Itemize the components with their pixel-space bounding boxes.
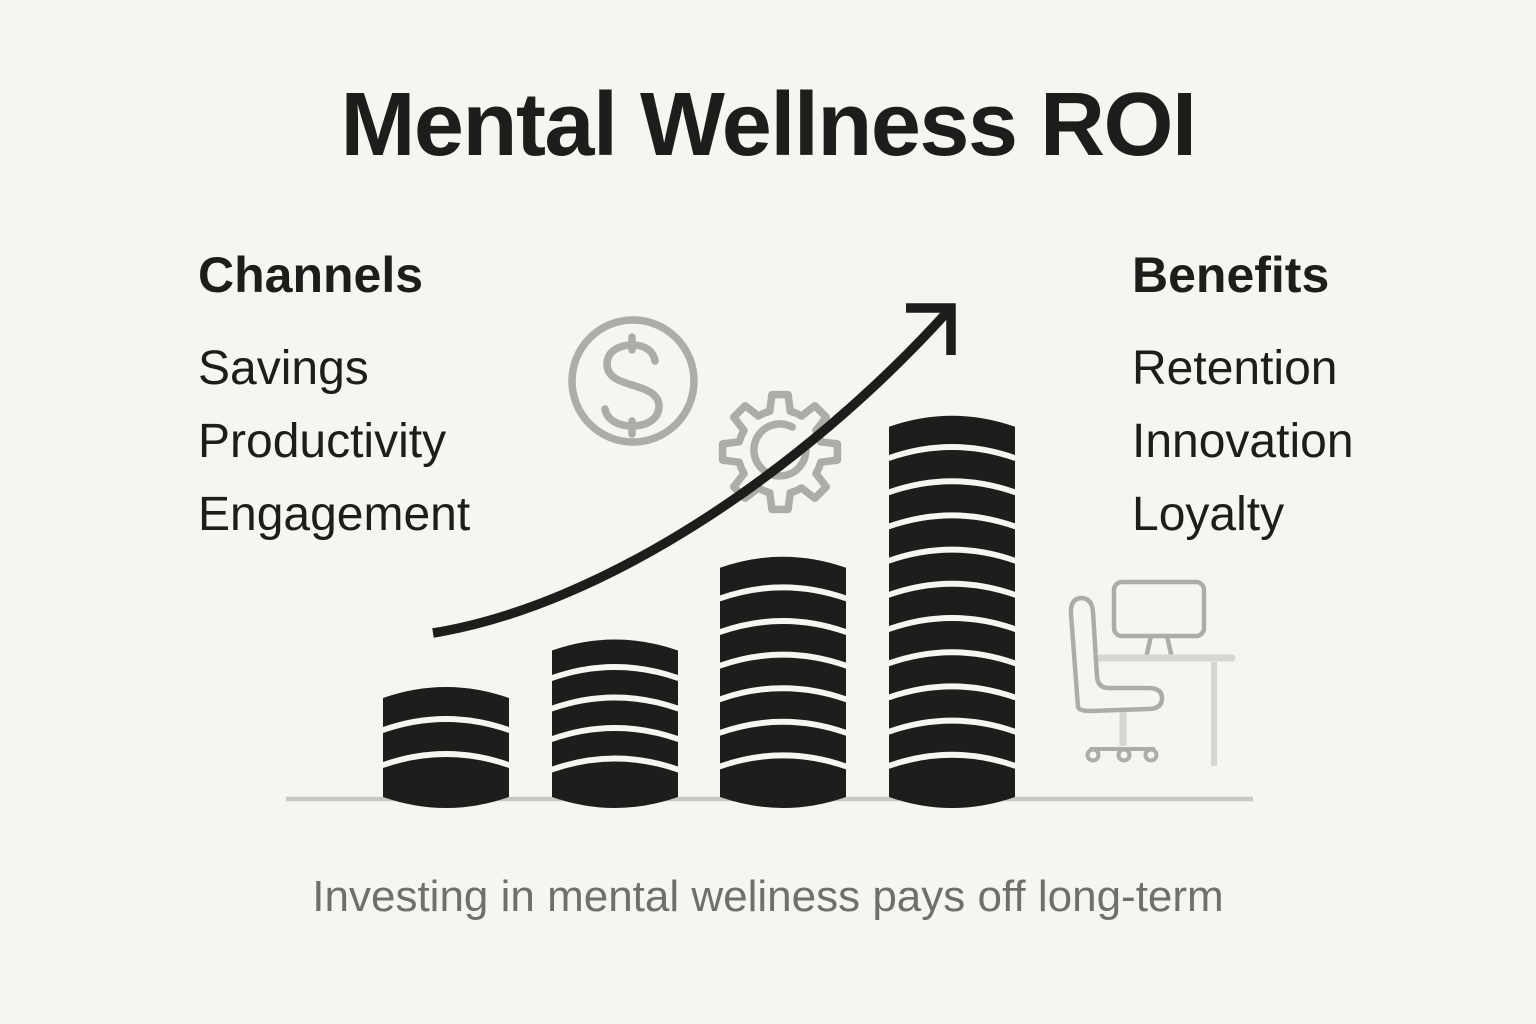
caption: Investing in mental weliness pays off lo… bbox=[312, 872, 1224, 921]
coin bbox=[552, 731, 678, 767]
coin bbox=[552, 639, 678, 675]
arrow-head bbox=[906, 303, 956, 355]
coin bbox=[889, 484, 1015, 524]
coin bbox=[552, 670, 678, 706]
growth-arrow-icon bbox=[432, 303, 956, 638]
channels-item: Savings bbox=[198, 342, 369, 395]
benefits-item: Retention bbox=[1132, 342, 1338, 395]
coin-stack bbox=[720, 556, 846, 808]
chair-wheel bbox=[1116, 747, 1132, 763]
dollar-coin-icon bbox=[568, 316, 698, 446]
benefits-heading: Benefits bbox=[1132, 247, 1330, 303]
coin-stack bbox=[889, 415, 1015, 808]
coin bbox=[720, 624, 846, 663]
coin bbox=[552, 700, 678, 736]
coin bbox=[889, 450, 1015, 490]
coin bbox=[889, 655, 1015, 695]
coin-stacks bbox=[383, 415, 1015, 808]
coin bbox=[720, 724, 846, 764]
coin bbox=[552, 761, 678, 808]
coin bbox=[889, 689, 1015, 729]
dollar-circle bbox=[568, 316, 698, 446]
coin bbox=[720, 758, 846, 808]
coin bbox=[720, 590, 846, 629]
chair-wheel bbox=[1143, 747, 1159, 763]
monitor-stand bbox=[1143, 635, 1175, 659]
channels-item: Productivity bbox=[198, 415, 447, 468]
gear-icon bbox=[718, 390, 842, 514]
coin bbox=[720, 657, 846, 697]
benefits-item: Loyalty bbox=[1132, 488, 1285, 541]
coin bbox=[383, 757, 509, 808]
dollar-sign bbox=[601, 341, 663, 430]
coin bbox=[889, 415, 1015, 455]
channels-item: Engagement bbox=[198, 488, 471, 541]
coin bbox=[889, 723, 1015, 763]
chair-wheel bbox=[1085, 747, 1101, 763]
gear-outline bbox=[718, 390, 842, 514]
coin bbox=[889, 518, 1015, 558]
coin bbox=[889, 621, 1015, 661]
page-title: Mental Wellness ROI bbox=[340, 75, 1197, 175]
channels-heading: Channels bbox=[198, 247, 424, 303]
coin bbox=[720, 556, 846, 596]
coin bbox=[889, 586, 1015, 626]
desk-chair-icon bbox=[1068, 579, 1236, 766]
gear-core-arc bbox=[750, 420, 810, 480]
coin bbox=[383, 687, 509, 727]
coin bbox=[889, 757, 1015, 808]
monitor-icon bbox=[1111, 579, 1207, 639]
coin-stack bbox=[552, 639, 678, 808]
coin bbox=[889, 552, 1015, 592]
office-chair-outline bbox=[1068, 595, 1165, 714]
arrow-shaft bbox=[432, 306, 953, 638]
coin-stack bbox=[383, 687, 509, 808]
coin bbox=[720, 691, 846, 730]
benefits-item: Innovation bbox=[1132, 415, 1354, 468]
coin bbox=[383, 722, 509, 762]
